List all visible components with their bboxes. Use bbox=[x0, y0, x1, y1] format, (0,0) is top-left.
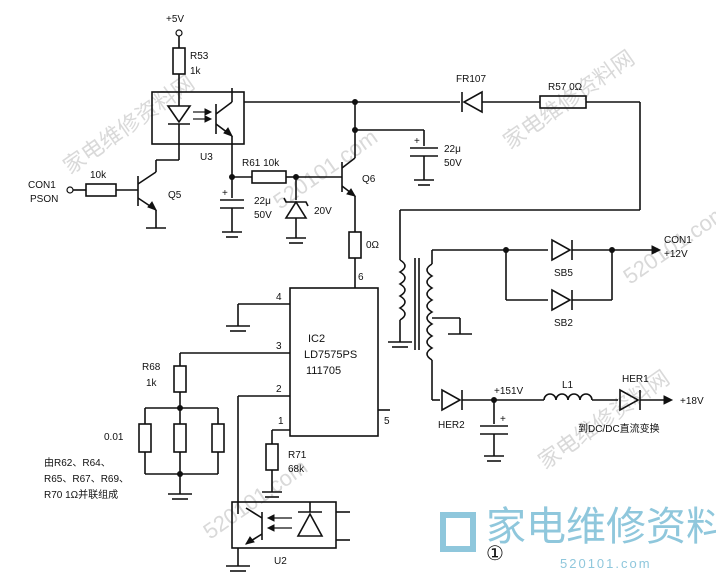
sb5-label: SB5 bbox=[554, 268, 573, 279]
con1-left-label: CON1 bbox=[28, 180, 56, 191]
pin3-label: 3 bbox=[276, 341, 282, 352]
watermark-3: 家电维修资料网 bbox=[499, 45, 640, 154]
ic2-name: IC2 bbox=[308, 333, 325, 345]
note-line-3: R70 1Ω并联组成 bbox=[44, 488, 118, 501]
watermark-5: 家电维修资料网 bbox=[534, 365, 675, 474]
r71-value: 68k bbox=[288, 464, 305, 475]
sb2-label: SB2 bbox=[554, 318, 573, 329]
svg-text:+: + bbox=[500, 414, 506, 425]
r71-label: R71 bbox=[288, 450, 307, 461]
her1-label: HER1 bbox=[622, 374, 649, 385]
her1-diode bbox=[619, 388, 640, 412]
sb5-diode bbox=[551, 238, 572, 262]
r57-label: R57 0Ω bbox=[548, 82, 583, 93]
pin1-label: 1 bbox=[278, 416, 284, 427]
q5-transistor: Q5 bbox=[137, 144, 182, 229]
con1-right-label: CON1 bbox=[664, 235, 692, 246]
r61-resistor bbox=[251, 170, 287, 184]
u3-label: U3 bbox=[200, 152, 213, 163]
v5-terminal bbox=[175, 29, 183, 37]
logo-url: 520101.com bbox=[560, 556, 652, 571]
svg-text:+: + bbox=[222, 188, 228, 199]
ic2-chip: IC2 LD7575PS 111705 bbox=[289, 287, 379, 437]
u3-section: +5V R53 1k U3 bbox=[151, 14, 245, 163]
l1-inductor bbox=[543, 393, 593, 401]
cap-mid-voltage: 50V bbox=[254, 210, 272, 221]
r10k-label: 10k bbox=[90, 170, 107, 181]
ic2-code: 111705 bbox=[306, 365, 341, 377]
pson-label: PSON bbox=[30, 194, 58, 205]
u2-label: U2 bbox=[274, 556, 287, 567]
logo-icon bbox=[440, 512, 476, 552]
r53-resistor bbox=[172, 47, 186, 75]
v12-label: +12V bbox=[664, 249, 688, 260]
site-logo: 家电维修资料网 520101.com bbox=[440, 505, 716, 571]
pin2-label: 2 bbox=[276, 384, 282, 395]
r-parallel-2 bbox=[173, 423, 187, 453]
r68-value: 1k bbox=[146, 378, 158, 389]
note-line-2: R65、R67、R69、 bbox=[44, 474, 129, 485]
r-parallel-1 bbox=[138, 423, 152, 453]
r53-value: 1k bbox=[190, 66, 202, 77]
r0-label: 0Ω bbox=[366, 240, 380, 251]
v18-label: +18V bbox=[680, 396, 704, 407]
her2-diode bbox=[441, 388, 462, 412]
fr107-diode bbox=[462, 90, 483, 114]
cap-top-right-voltage: 50V bbox=[444, 158, 462, 169]
q5-label: Q5 bbox=[168, 190, 182, 201]
figure-number: ① bbox=[486, 543, 504, 565]
q6-transistor: Q6 bbox=[300, 130, 376, 232]
pin4-label: 4 bbox=[276, 292, 282, 303]
pin5-label: 5 bbox=[384, 416, 390, 427]
v5-label: +5V bbox=[166, 14, 184, 25]
l1-label: L1 bbox=[562, 380, 574, 391]
note-line-1: 由R62、R64、 bbox=[44, 456, 111, 469]
cap-mid-value: 22μ bbox=[254, 196, 271, 207]
cap-top-right-value: 22μ bbox=[444, 144, 461, 155]
u3-optocoupler bbox=[151, 91, 245, 145]
pson-terminal bbox=[66, 186, 74, 194]
sb2-diode bbox=[551, 288, 572, 312]
r68-label: R68 bbox=[142, 362, 161, 373]
r-parallel-3 bbox=[211, 423, 225, 453]
zener-value: 20V bbox=[314, 206, 332, 217]
r61-label: R61 10k bbox=[242, 158, 280, 169]
r71-resistor bbox=[265, 443, 279, 471]
r68-resistor bbox=[173, 365, 187, 393]
logo-title: 家电维修资料网 bbox=[486, 505, 716, 549]
her2-label: HER2 bbox=[438, 420, 465, 431]
transformer bbox=[388, 250, 472, 400]
pin6-label: 6 bbox=[358, 272, 364, 283]
r53-label: R53 bbox=[190, 51, 209, 62]
ic2-part: LD7575PS bbox=[304, 349, 357, 361]
r0-resistor bbox=[348, 231, 362, 259]
svg-text:+: + bbox=[414, 136, 420, 147]
watermark-layer: 家电维修资料网 520101.com 家电维修资料网 520101.com 家电… bbox=[59, 45, 716, 544]
fr107-label: FR107 bbox=[456, 74, 486, 85]
q6-label: Q6 bbox=[362, 174, 376, 185]
dcdc-label: 到DC/DC直流变换 bbox=[578, 422, 660, 435]
r-parallel-value: 0.01 bbox=[104, 432, 124, 443]
v151-label: +151V bbox=[494, 386, 524, 397]
u2-optocoupler: U2 bbox=[226, 501, 350, 572]
r10k-resistor bbox=[85, 183, 117, 197]
